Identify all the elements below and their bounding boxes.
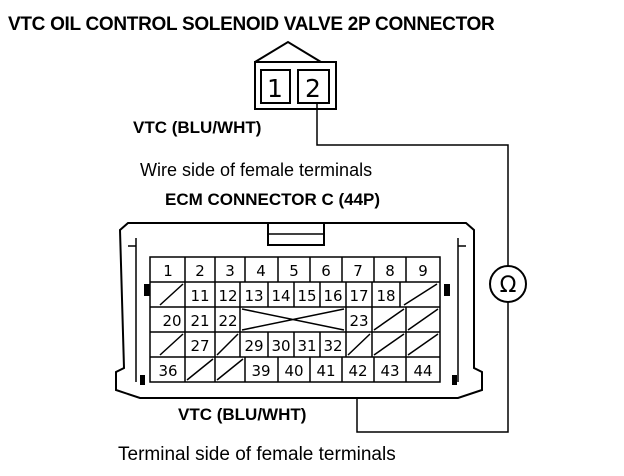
terminal-1: 1: [163, 262, 173, 280]
terminal-41: 41: [316, 362, 335, 380]
terminal-18: 18: [376, 287, 395, 305]
terminal-21: 21: [190, 312, 209, 330]
terminal-12: 12: [218, 287, 237, 305]
ecm-key-right: [444, 284, 450, 296]
terminal-15: 15: [297, 287, 316, 305]
terminal-side-label: Terminal side of female terminals: [118, 444, 396, 465]
small-connector-pin-1: 1: [267, 74, 283, 103]
vtc-wire-label-bottom: VTC (BLU/WHT): [178, 405, 307, 424]
small-connector-latch: [254, 40, 322, 63]
diagram-title: VTC OIL CONTROL SOLENOID VALVE 2P CONNEC…: [8, 14, 495, 35]
terminal-8: 8: [385, 262, 395, 280]
terminal-42: 42: [348, 362, 367, 380]
terminal-9: 9: [418, 262, 428, 280]
terminal-2: 2: [195, 262, 205, 280]
terminal-17: 17: [349, 287, 368, 305]
terminal-7: 7: [353, 262, 363, 280]
terminal-40: 40: [284, 362, 303, 380]
vtc-wire-label-top: VTC (BLU/WHT): [133, 118, 262, 137]
terminal-32: 32: [323, 337, 342, 355]
terminal-44: 44: [413, 362, 432, 380]
small-connector-pin-box-1: [260, 69, 291, 104]
ecm-key-left: [144, 284, 150, 296]
terminal-29: 29: [244, 337, 263, 355]
test-lead-upper: [316, 103, 509, 266]
terminal-23: 23: [349, 312, 368, 330]
terminal-27: 27: [190, 337, 209, 355]
ecm-terminal-grid: [149, 256, 441, 383]
terminal-4: 4: [256, 262, 266, 280]
terminal-11: 11: [190, 287, 209, 305]
terminal-39: 39: [251, 362, 270, 380]
terminal-43: 43: [380, 362, 399, 380]
terminal-3: 3: [225, 262, 235, 280]
terminal-20: 20: [162, 312, 181, 330]
small-connector-pin-box-2: [297, 69, 330, 104]
terminal-30: 30: [271, 337, 290, 355]
terminal-22: 22: [218, 312, 237, 330]
terminal-5: 5: [289, 262, 299, 280]
ecm-connector-label: ECM CONNECTOR C (44P): [165, 190, 381, 209]
terminal-13: 13: [244, 287, 263, 305]
terminal-6: 6: [321, 262, 331, 280]
wire-side-label: Wire side of female terminals: [140, 160, 373, 180]
terminal-36: 36: [158, 362, 177, 380]
small-connector-pin-2: 2: [305, 74, 321, 103]
terminal-14: 14: [271, 287, 290, 305]
ecm-connector-inner-wall: [128, 238, 466, 382]
ohm-icon: Ω: [500, 273, 517, 298]
terminal-31: 31: [297, 337, 316, 355]
terminal-16: 16: [323, 287, 342, 305]
